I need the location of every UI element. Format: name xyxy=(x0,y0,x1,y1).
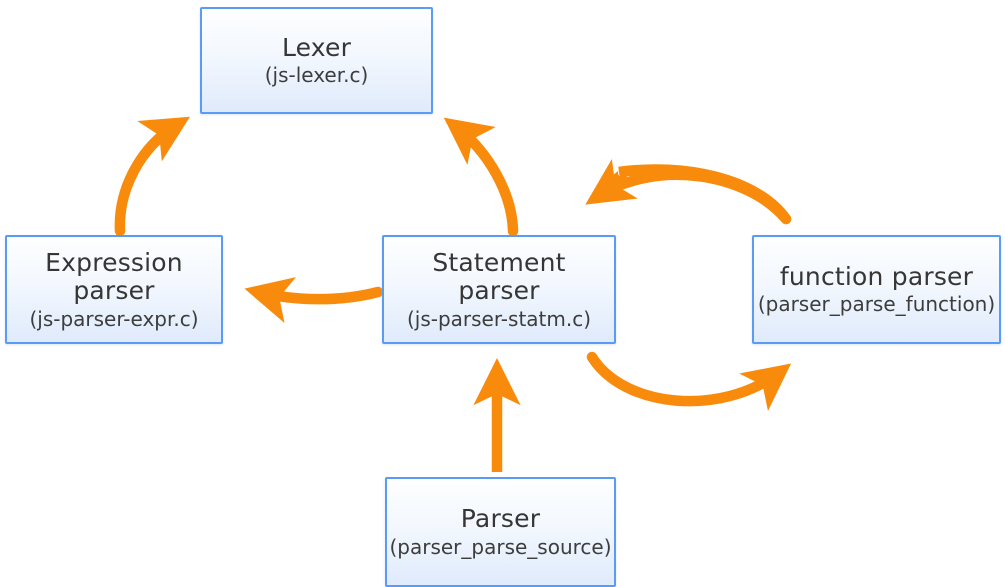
edge-expression-parser-to-lexer xyxy=(114,116,190,237)
node-lexer-title: Lexer xyxy=(281,32,352,62)
edge-function-parser-to-statement-parser-path xyxy=(585,159,792,225)
node-statement-parser[interactable]: Statement parser (js-parser-statm.c) xyxy=(382,235,616,344)
edge-statement-parser-to-lexer xyxy=(443,117,519,237)
edge-statement-parser-to-function-parser xyxy=(586,351,792,411)
node-lexer-subtitle: (js-lexer.c) xyxy=(264,63,369,88)
node-function-parser[interactable]: function parser (parser_parse_function) xyxy=(752,235,1001,344)
node-expression-parser-subtitle: (js-parser-expr.c) xyxy=(29,306,199,331)
node-parser-title: Parser xyxy=(460,504,541,534)
node-parser-subtitle: (parser_parse_source) xyxy=(389,534,612,559)
node-expression-parser-title-line2: parser xyxy=(73,276,155,305)
edge-function-parser-to-statement-parser xyxy=(592,164,792,225)
node-function-parser-subtitle: (parser_parse_function) xyxy=(757,292,996,317)
edge-statement-parser-to-expression-parser xyxy=(244,277,384,323)
node-statement-parser-title-line1: Statement xyxy=(432,247,566,277)
node-statement-parser-title-line2: parser xyxy=(458,276,540,305)
node-expression-parser-title-line1: Expression xyxy=(45,247,183,277)
node-function-parser-title: function parser xyxy=(779,261,974,291)
node-statement-parser-subtitle: (js-parser-statm.c) xyxy=(406,306,592,331)
node-lexer[interactable]: Lexer (js-lexer.c) xyxy=(200,7,433,114)
node-parser[interactable]: Parser (parser_parse_source) xyxy=(385,477,616,587)
node-expression-parser[interactable]: Expression parser (js-parser-expr.c) xyxy=(5,235,223,344)
